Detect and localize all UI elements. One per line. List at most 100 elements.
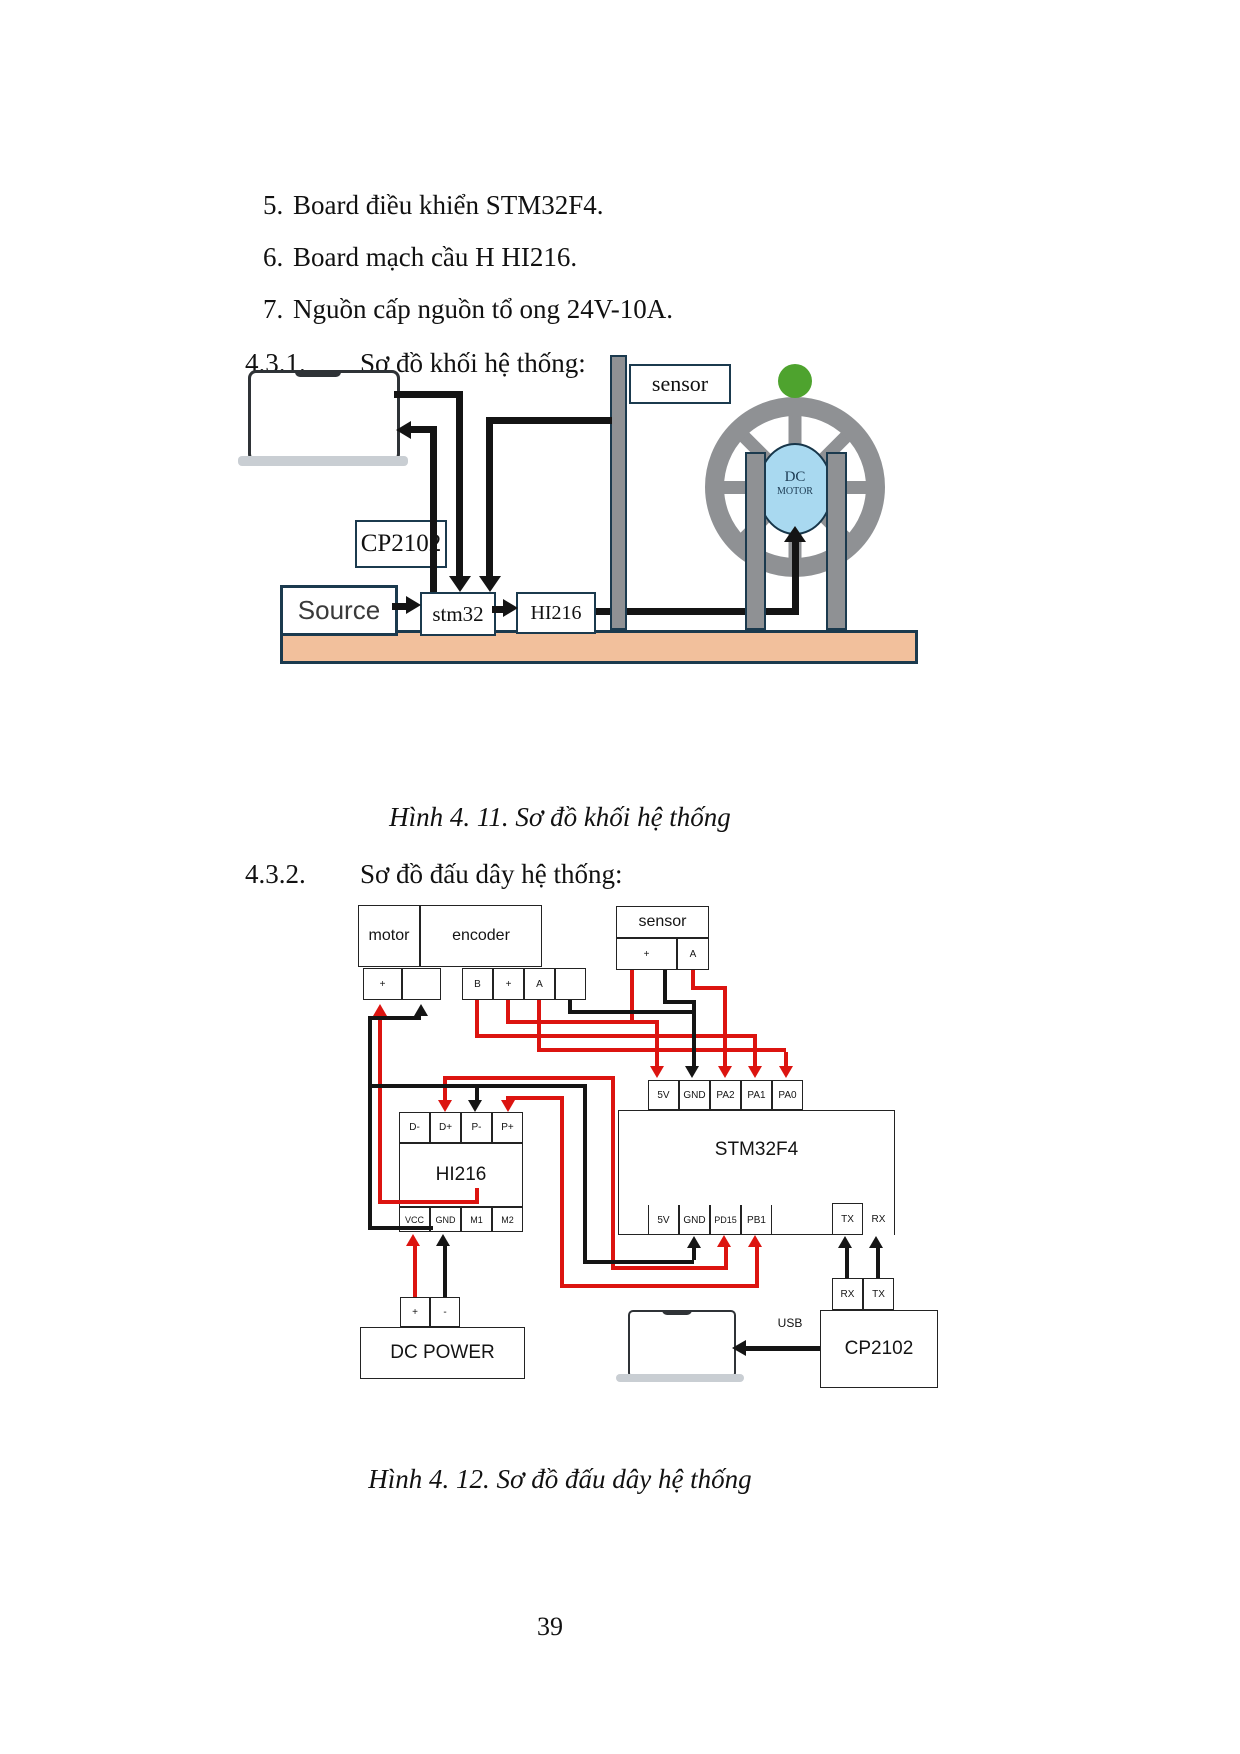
- list-number: 5.: [263, 190, 284, 220]
- wire-segment: [655, 1024, 659, 1066]
- section-number: 4.3.2.: [245, 859, 306, 889]
- wire-segment: [475, 1188, 479, 1204]
- arrow-down-icon: [438, 1100, 452, 1112]
- wire-segment: [592, 608, 795, 615]
- wire-segment: [506, 1000, 510, 1024]
- wire-segment: [443, 1076, 615, 1080]
- dc-motor-label-line2: MOTOR: [777, 486, 813, 497]
- motor-post: [745, 452, 766, 630]
- pin-hi216-d-plus: D+: [430, 1112, 461, 1143]
- wire-segment: [692, 1004, 696, 1066]
- dc-power-label: DC POWER: [390, 1342, 495, 1363]
- wire-segment: [692, 1248, 696, 1260]
- arrow-up-icon: [406, 1234, 420, 1246]
- usb-label: USB: [777, 1316, 803, 1330]
- wire-segment: [475, 1034, 757, 1038]
- wire-segment: [663, 1000, 696, 1004]
- wire-segment: [630, 970, 634, 1024]
- pin-motor-plus: +: [363, 968, 402, 1000]
- source-label: Source: [297, 595, 381, 625]
- pin-encoder-blank: [555, 968, 586, 1000]
- pin-hi216-p-plus: P+: [492, 1112, 523, 1143]
- pin-stm32-pa1: PA1: [741, 1080, 772, 1110]
- wire-segment: [755, 1247, 759, 1288]
- laptop-base: [238, 456, 408, 466]
- section-title: Sơ đồ đấu dây hệ thống:: [360, 859, 623, 889]
- wire-segment: [430, 426, 437, 592]
- pin-hi216-d-minus: D-: [399, 1112, 430, 1143]
- source-block: Source: [280, 585, 398, 636]
- laptop-notch: [295, 370, 341, 377]
- wire-segment: [411, 426, 434, 433]
- cp2102-label: CP2102: [360, 530, 442, 557]
- list-item: 6. Board mạch cầu H HI216.: [263, 242, 577, 273]
- arrow-up-icon: [838, 1236, 852, 1248]
- wire-segment: [378, 1200, 479, 1204]
- arrow-left-icon: [396, 421, 411, 439]
- green-ball-icon: [778, 364, 812, 398]
- arrow-down-icon: [685, 1066, 699, 1078]
- wire-segment: [368, 1016, 421, 1020]
- pin-stm32-gnd-bottom: GND: [679, 1205, 710, 1235]
- arrow-down-icon: [718, 1066, 732, 1078]
- pin-dc-plus: +: [400, 1297, 430, 1327]
- stm32-label: stm32: [432, 601, 484, 626]
- wire-segment: [475, 1088, 479, 1100]
- list-text: Board điều khiển STM32F4.: [293, 190, 604, 220]
- list-item: 5. Board điều khiển STM32F4.: [263, 190, 604, 221]
- pin-stm32-rx: RX: [863, 1203, 894, 1235]
- figure-caption: Hình 4. 11. Sơ đồ khối hệ thống: [389, 802, 731, 832]
- wire-segment: [792, 542, 799, 615]
- wire-segment: [368, 1226, 433, 1230]
- wire-segment: [560, 1096, 564, 1288]
- wire-segment: [753, 1038, 757, 1066]
- pin-stm32-gnd: GND: [679, 1080, 710, 1110]
- pin-stm32-pa2: PA2: [710, 1080, 741, 1110]
- arrow-up-icon: [869, 1236, 883, 1248]
- arrow-down-icon: [650, 1066, 664, 1078]
- stm32-block: stm32: [420, 592, 496, 636]
- arrow-up-icon: [373, 1004, 387, 1016]
- wire-segment: [492, 606, 504, 613]
- laptop-icon: [628, 1310, 736, 1378]
- pin-stm32-tx: TX: [832, 1203, 863, 1235]
- pin-cp2102-tx: TX: [863, 1278, 894, 1310]
- wire-segment: [506, 1020, 659, 1024]
- arrow-up-icon: [748, 1235, 762, 1247]
- wire-segment: [475, 1000, 479, 1038]
- wire-segment: [583, 1260, 694, 1264]
- wire-segment: [378, 1016, 382, 1204]
- page-number: 39: [537, 1612, 563, 1641]
- list-text: Board mạch cầu H HI216.: [293, 242, 578, 272]
- wire-segment: [876, 1248, 880, 1278]
- arrow-down-icon: [501, 1100, 515, 1112]
- pin-motor-minus: [402, 968, 441, 1000]
- wire-segment: [723, 986, 727, 1066]
- list-number: 6.: [263, 242, 284, 272]
- laptop-notch: [662, 1310, 692, 1315]
- wire-segment: [392, 603, 408, 610]
- wire-segment: [784, 1052, 788, 1066]
- pin-sensor-a: A: [677, 938, 709, 970]
- pin-encoder-plus: +: [493, 968, 524, 1000]
- dc-power-block: DC POWER: [360, 1327, 525, 1379]
- arrow-up-icon: [687, 1236, 701, 1248]
- arrow-down-icon: [468, 1100, 482, 1112]
- list-text: Nguồn cấp nguồn tổ ong 24V-10A.: [293, 294, 673, 324]
- pin-hi216-gnd: GND: [430, 1207, 461, 1232]
- wire-segment: [486, 420, 493, 576]
- wire-segment: [560, 1284, 759, 1288]
- wire-segment: [691, 986, 727, 990]
- pin-hi216-p-minus: P-: [461, 1112, 492, 1143]
- sensor-block-2: sensor: [616, 906, 709, 938]
- list-item: 7. Nguồn cấp nguồn tổ ong 24V-10A.: [263, 294, 673, 325]
- pin-stm32-pd15: PD15: [710, 1205, 741, 1235]
- pin-encoder-a: A: [524, 968, 555, 1000]
- sensor-label-2: sensor: [638, 913, 687, 930]
- wire-segment: [691, 970, 695, 990]
- pin-encoder-b: B: [462, 968, 493, 1000]
- encoder-label: encoder: [452, 927, 510, 944]
- hi216-label: HI216: [530, 601, 582, 624]
- wire-segment: [724, 1247, 728, 1270]
